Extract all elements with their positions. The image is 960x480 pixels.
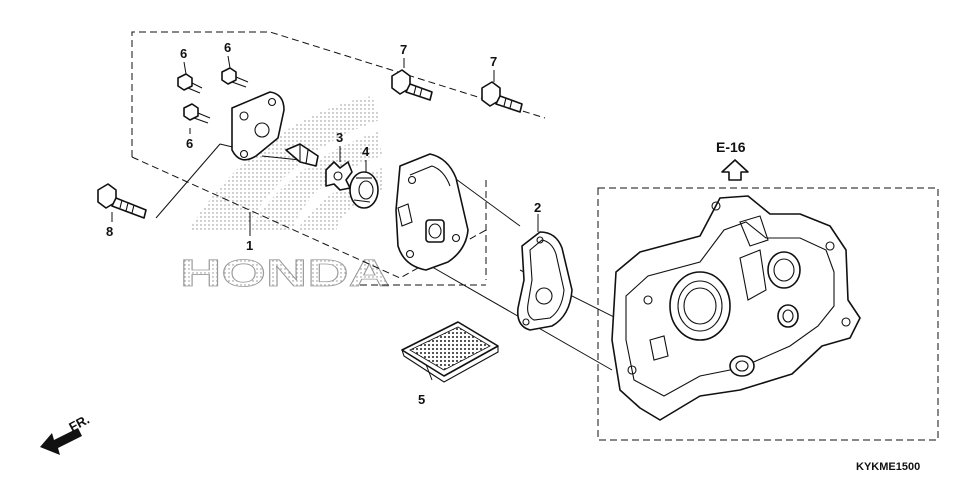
callout-8: 8 bbox=[106, 224, 113, 239]
pump-shaft bbox=[285, 143, 319, 167]
pump-gasket bbox=[516, 231, 573, 331]
callout-7-right: 7 bbox=[490, 54, 497, 69]
callout-2: 2 bbox=[534, 200, 541, 215]
callout-3: 3 bbox=[336, 130, 343, 145]
crankcase-reference-box bbox=[597, 187, 939, 441]
callout-labels: 1 2 3 4 5 6 6 6 7 7 8 bbox=[106, 40, 541, 407]
callout-5: 5 bbox=[418, 392, 425, 407]
outer-rotor bbox=[349, 171, 379, 209]
callout-7-left: 7 bbox=[400, 42, 407, 57]
front-marker-label: FR. bbox=[66, 412, 92, 435]
drawing-code: KYKME1500 bbox=[856, 461, 920, 473]
bolt-6-upper-left bbox=[177, 73, 203, 94]
oil-strainer-screen bbox=[401, 321, 499, 383]
front-direction-marker: FR. bbox=[40, 412, 92, 455]
inner-rotor bbox=[325, 161, 353, 191]
section-reference[interactable]: E-16 bbox=[716, 139, 749, 181]
pump-cover-plate bbox=[231, 91, 285, 161]
honda-watermark-text: HONDA bbox=[180, 253, 390, 295]
section-ref-label[interactable]: E-16 bbox=[716, 139, 746, 155]
up-arrow-icon bbox=[721, 159, 749, 181]
bolt-7-right bbox=[481, 81, 523, 113]
callout-6-upper-right: 6 bbox=[224, 40, 231, 55]
bolt-8 bbox=[97, 183, 147, 219]
honda-wing-watermark: HONDA bbox=[180, 96, 390, 295]
callout-6-lower: 6 bbox=[186, 136, 193, 151]
callout-6-upper-left: 6 bbox=[180, 46, 187, 61]
callout-4: 4 bbox=[362, 144, 370, 159]
bolt-7-left bbox=[391, 69, 433, 101]
pump-body bbox=[395, 153, 469, 271]
crankcase-half bbox=[611, 195, 861, 421]
bolt-6-lower bbox=[183, 103, 211, 124]
callout-1: 1 bbox=[246, 238, 253, 253]
front-arrow-icon bbox=[40, 428, 82, 455]
bolt-6-upper-right bbox=[221, 67, 249, 88]
